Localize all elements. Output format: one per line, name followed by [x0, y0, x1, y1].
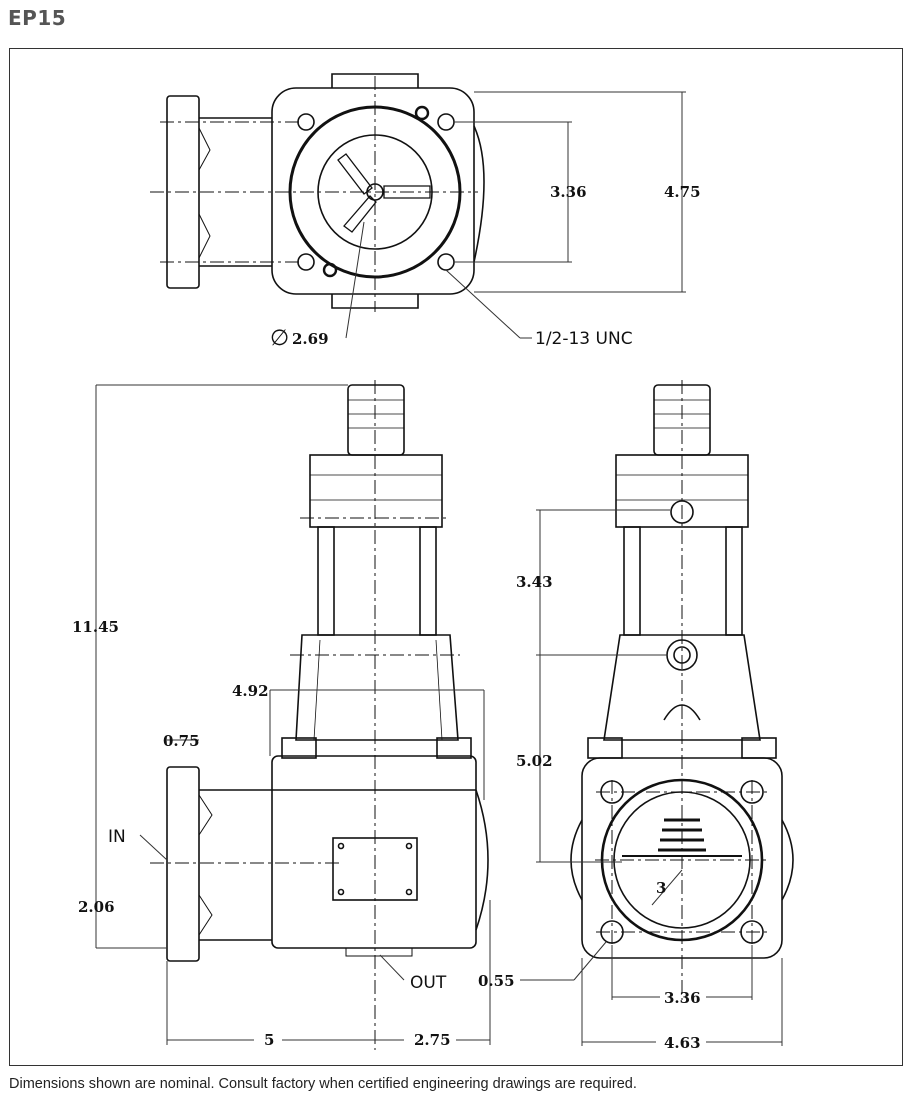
top-width-dim: 4.75: [664, 183, 701, 201]
side-inlet-center-dim: 5: [264, 1031, 274, 1049]
diameter-symbol: ∅: [270, 326, 289, 351]
front-hole-dim: 0.55: [478, 972, 515, 990]
side-view-centerlines: [150, 380, 460, 1050]
footer-note: Dimensions shown are nominal. Consult fa…: [9, 1076, 637, 1092]
top-diameter-dim: 2.69: [292, 330, 329, 348]
front-view-centerlines: [595, 380, 770, 1000]
front-upper-dim: 3.43: [516, 573, 553, 591]
side-width-dim: 4.92: [232, 682, 269, 700]
front-view: [570, 384, 794, 959]
drawing-frame: [9, 48, 903, 1066]
page-title: EP15: [8, 6, 67, 30]
thread-callout: 1/2-13 UNC: [535, 329, 633, 349]
top-view-dimensions: [345, 91, 686, 339]
front-bolt-spacing-dim: 3.36: [664, 989, 701, 1007]
side-center-edge-dim: 2.75: [414, 1031, 451, 1049]
top-bolt-spacing-dim: 3.36: [550, 183, 587, 201]
top-view-centerlines: [150, 76, 478, 312]
side-height-dim: 11.45: [72, 618, 119, 636]
side-flange-dim: 0.75: [163, 732, 200, 750]
side-inlet-height-dim: 2.06: [78, 898, 115, 916]
front-width-dim: 4.63: [664, 1034, 701, 1052]
side-view: [166, 384, 489, 962]
front-lower-dim: 5.02: [516, 752, 553, 770]
top-view: [166, 73, 485, 309]
outlet-label: OUT: [410, 973, 447, 993]
side-view-dimensions: [95, 384, 491, 1045]
front-view-dimensions: [520, 509, 783, 1046]
inlet-label: IN: [108, 827, 126, 847]
front-port-dim: 3: [656, 879, 666, 897]
